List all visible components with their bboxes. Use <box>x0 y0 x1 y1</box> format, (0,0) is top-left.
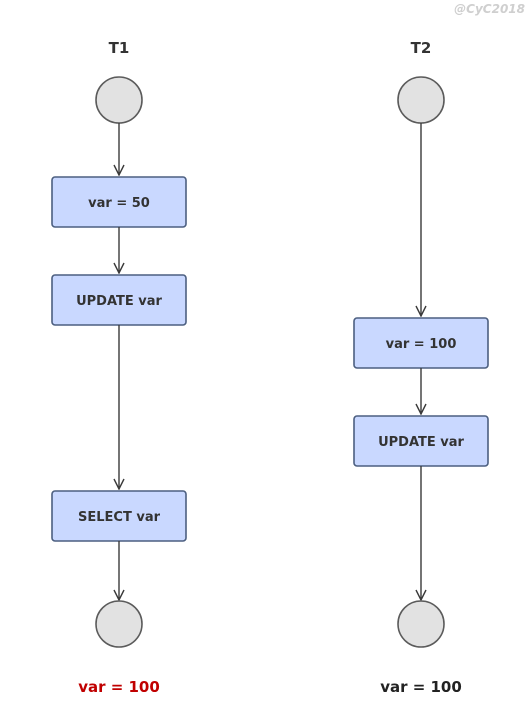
lane-title-t1: T1 <box>109 39 130 57</box>
end-node-t2 <box>397 600 445 648</box>
result-t2: var = 100 <box>380 678 462 696</box>
lane-t1: T1 var = 50 UPDATE var SELECT var var = … <box>51 39 187 696</box>
lane-t2: T2 var = 100 UPDATE var var = 100 <box>353 39 489 696</box>
step-label-t1-3: SELECT var <box>78 510 161 525</box>
watermark: @CyC2018 <box>454 2 525 16</box>
step-label-t2-2: UPDATE var <box>378 435 464 450</box>
start-node-t1 <box>95 76 143 124</box>
step-label-t2-1: var = 100 <box>386 337 457 352</box>
step-label-t1-2: UPDATE var <box>76 294 162 309</box>
start-node-t2 <box>397 76 445 124</box>
result-t1: var = 100 <box>78 678 160 696</box>
step-label-t1-1: var = 50 <box>88 196 150 211</box>
end-node-t1 <box>95 600 143 648</box>
lane-title-t2: T2 <box>411 39 432 57</box>
